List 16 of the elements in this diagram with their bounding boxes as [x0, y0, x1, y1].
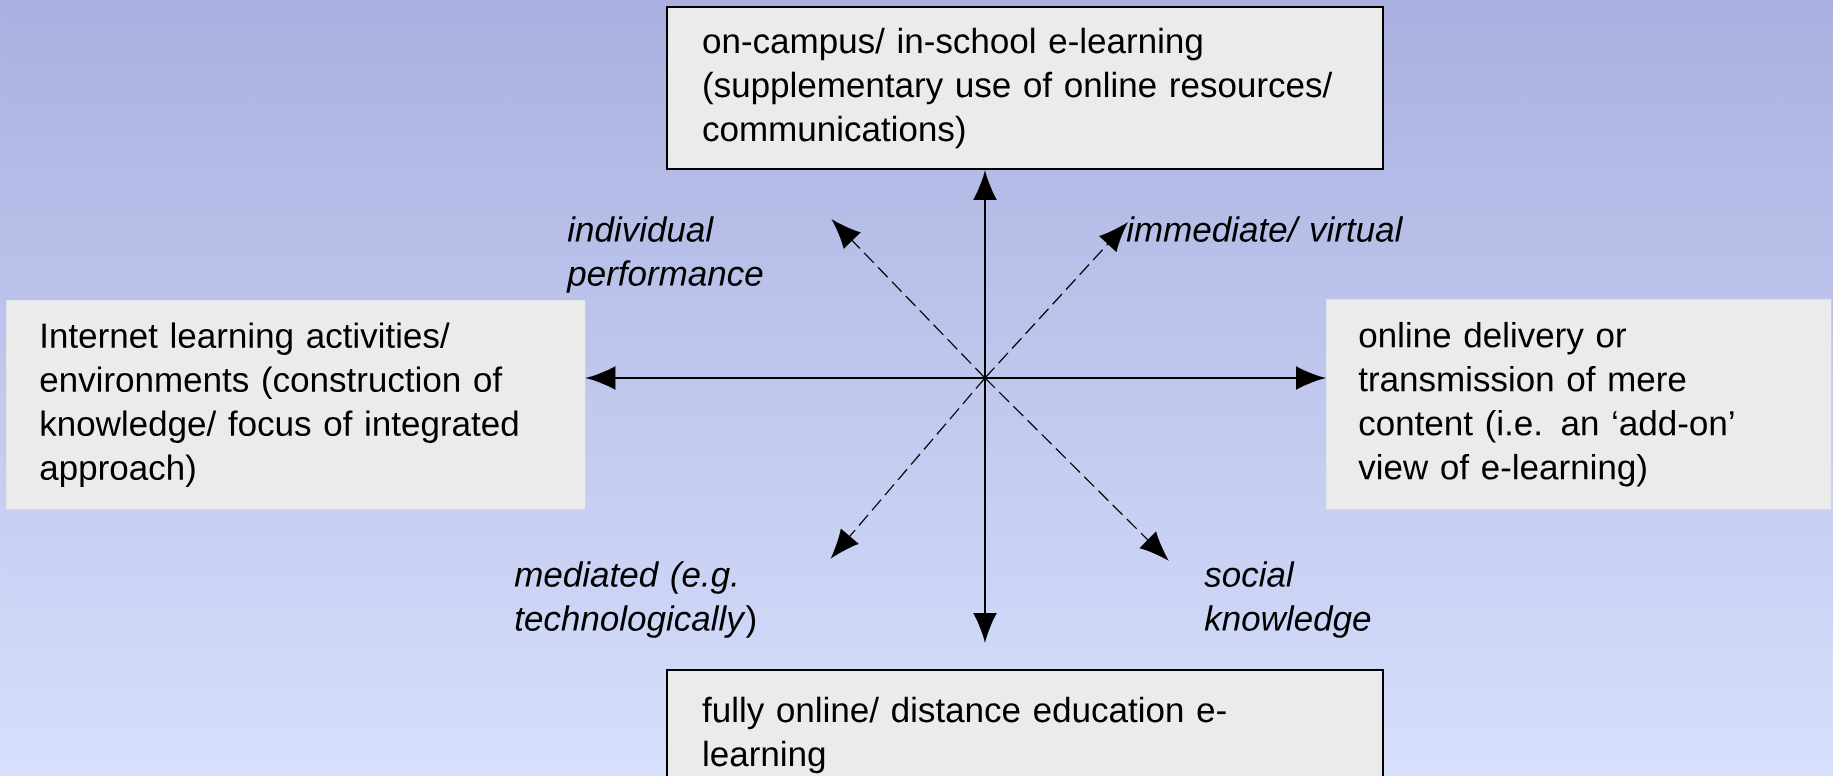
- axis-label: mediated (e.g. technologically): [514, 561, 756, 638]
- text-box: fully online/ distance education e-learning: [666, 669, 1384, 776]
- text-box: online delivery or transmission of mere content (i.e. an ‘add-on’ view of e-learning): [1326, 299, 1832, 510]
- arrow: [831, 377, 986, 558]
- axis-label: social knowledge: [1204, 561, 1371, 638]
- arrow: [973, 377, 997, 641]
- axis-label: immediate/ virtual: [1126, 216, 1404, 242]
- arrow: [588, 366, 986, 390]
- arrow: [973, 172, 997, 379]
- arrow: [832, 220, 986, 379]
- arrow: [984, 223, 1127, 379]
- arrow: [984, 377, 1168, 560]
- axis-label: individual performance: [566, 216, 763, 293]
- text-box: on-campus/ in-school e-learning (supplementary use of online resources/ communications): [666, 6, 1384, 170]
- arrow: [984, 366, 1324, 390]
- text-box: Internet learning activities/ environments (construction of knowledge/ focus of integrated approach): [6, 300, 586, 510]
